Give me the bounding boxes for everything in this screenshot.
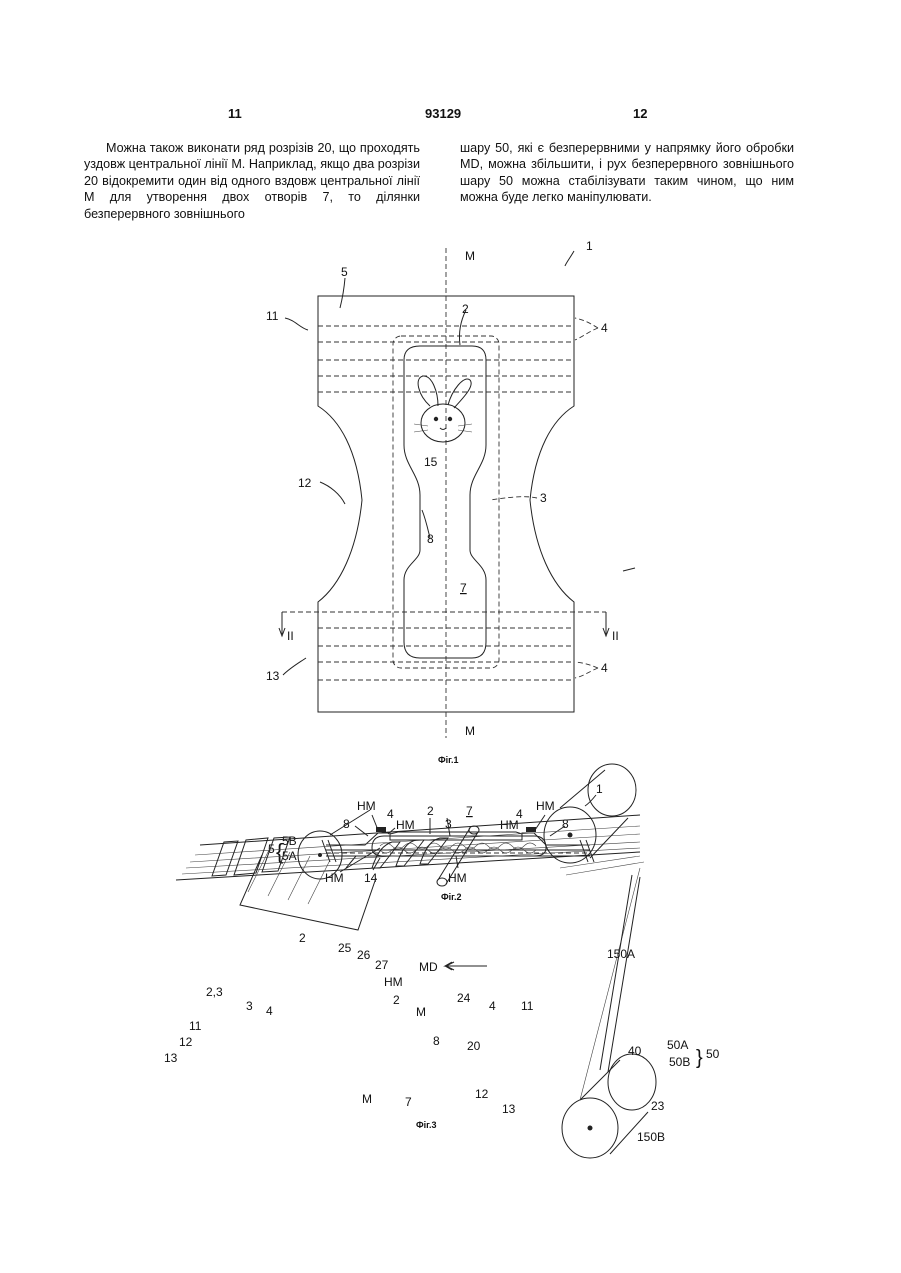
top-sheet [390, 832, 522, 834]
fig1-label-5: 5 [341, 265, 348, 279]
fig3-label-23: 23 [651, 1099, 665, 1113]
fig2-ref-1: 1 [596, 782, 603, 796]
fig3-label-12-left: 12 [179, 1035, 193, 1049]
bunny-face-icon [414, 376, 472, 442]
fig1-label-m-top: M [465, 249, 475, 263]
fig3-label-2-3: 2,3 [206, 985, 223, 999]
fig3-label-50b: 50B [669, 1055, 690, 1069]
machine-direction-arrow [446, 962, 486, 970]
fig3-label-50: 50 [706, 1047, 720, 1061]
fig2-label-4-left: 4 [387, 807, 394, 821]
fig3-label-2-top: 2 [299, 931, 306, 945]
fig3-label-3: 3 [246, 999, 253, 1013]
fig1-label-3: 3 [540, 491, 547, 505]
fig3-label-150b: 150B [637, 1130, 665, 1144]
fig3-label-40: 40 [628, 1044, 642, 1058]
fig1-label-11: 11 [266, 309, 279, 323]
fig3-label-25: 25 [338, 941, 352, 955]
figure-1: 1 M M 5 11 2 4 15 12 3 8 7 13 4 II II Фі… [266, 239, 619, 765]
fig2-label-hm-top-right: HM [536, 799, 555, 813]
opening-7 [404, 346, 486, 658]
break-mark-left [322, 840, 336, 862]
fig2-label-3: 3 [445, 817, 452, 831]
fig3-label-20: 20 [467, 1039, 481, 1053]
fig3-label-13-left: 13 [164, 1051, 178, 1065]
fig3-label-m-top: M [416, 1005, 426, 1019]
elastic-4-right [526, 827, 536, 832]
fig3-label-150a: 150A [607, 947, 635, 961]
fig3-label-24: 24 [457, 991, 471, 1005]
fig1-label-2: 2 [462, 302, 469, 316]
fig1-label-4-bottom: 4 [601, 661, 608, 675]
fig1-label-4-top: 4 [601, 321, 608, 335]
fig2-label-hm-mid-right: HM [500, 818, 519, 832]
fig2-label-8-left: 8 [343, 817, 350, 831]
fig1-label-13: 13 [266, 669, 280, 683]
fig1-caption: Фіг.1 [438, 755, 459, 765]
fig3-label-50a: 50A [667, 1038, 688, 1052]
fig1-label-7: 7 [460, 581, 467, 595]
leader-lines-fig1 [283, 251, 598, 678]
section-line-ii [279, 612, 609, 636]
fig2-label-2: 2 [427, 804, 434, 818]
fig1-label-15: 15 [424, 455, 438, 469]
fig2-label-hm-top-left: HM [357, 799, 376, 813]
fig1-label-m-bottom: M [465, 724, 475, 738]
fig3-label-27: 27 [375, 958, 389, 972]
fig3-label-hm: HM [384, 975, 403, 989]
cutter-23 [600, 875, 640, 1072]
fig3-label-11-left: 11 [189, 1019, 202, 1033]
fig3-label-26: 26 [357, 948, 371, 962]
roll-150a [544, 764, 636, 863]
figure-3: 2 25 26 27 HM 2 MD 150A 2,3 3 4 11 12 13… [164, 568, 720, 1158]
fig3-label-11-right: 11 [521, 999, 534, 1013]
fig2-label-5b: 5B [282, 834, 297, 848]
fig1-label-12: 12 [298, 476, 312, 490]
fig3-label-13-right: 13 [502, 1102, 516, 1116]
incoming-sheet-2 [240, 855, 376, 930]
fig1-label-8: 8 [427, 532, 434, 546]
fig1-section-left: II [287, 629, 294, 643]
fig3-brace: } [696, 1047, 703, 1069]
fig3-label-m-bottom: M [362, 1092, 372, 1106]
fig2-label-hm-mid-left: HM [396, 818, 415, 832]
fig2-label-hm-bottom-center: HM [448, 871, 467, 885]
fig3-label-4-left: 4 [266, 1004, 273, 1018]
fig3-label-8: 8 [433, 1034, 440, 1048]
fig1-ref-1: 1 [586, 239, 593, 253]
fig2-caption: Фіг.2 [441, 892, 462, 902]
fig2-label-8-right: 8 [562, 817, 569, 831]
fig3-label-md: MD [419, 960, 438, 974]
fig3-label-4-right: 4 [489, 999, 496, 1013]
fig3-label-12-right: 12 [475, 1087, 489, 1101]
fig2-label-7: 7 [466, 804, 473, 818]
fig1-section-right: II [612, 629, 619, 643]
fig3-caption: Фіг.3 [416, 1120, 437, 1130]
fig3-label-7: 7 [405, 1095, 412, 1109]
fig3-label-2-mid: 2 [393, 993, 400, 1007]
